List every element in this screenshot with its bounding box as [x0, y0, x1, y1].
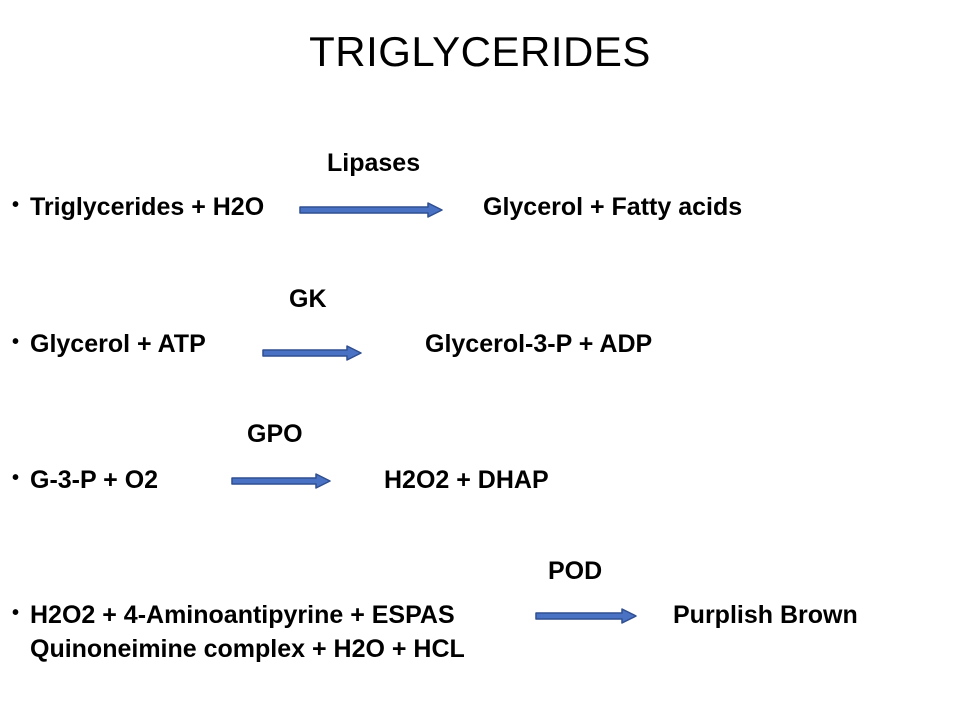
bullet-icon: • [12, 602, 20, 624]
right-arrow-icon [298, 202, 444, 218]
right-arrow-icon [534, 608, 638, 624]
bullet-icon: • [12, 194, 20, 216]
reaction-3-products: H2O2 + DHAP [384, 466, 549, 494]
enzyme-label-gk: GK [289, 285, 327, 313]
reaction-1-products: Glycerol + Fatty acids [483, 193, 743, 221]
reaction-3-reactants: G-3-P + O2 [30, 466, 159, 494]
reaction-4-reactants: H2O2 + 4-Aminoantipyrine + ESPAS [30, 601, 455, 629]
reaction-2-products: Glycerol-3-P + ADP [425, 330, 653, 358]
reaction-4-products: Purplish Brown [673, 601, 858, 629]
reaction-1-reactants: Triglycerides + H2O [30, 193, 265, 221]
enzyme-label-pod: POD [548, 557, 603, 585]
reaction-2-reactants: Glycerol + ATP [30, 330, 206, 358]
reaction-4-products-continued: Quinoneimine complex + H2O + HCL [30, 635, 465, 663]
enzyme-label-gpo: GPO [247, 420, 303, 448]
enzyme-label-lipases: Lipases [327, 149, 421, 177]
bullet-icon: • [12, 331, 20, 353]
bullet-icon: • [12, 467, 20, 489]
right-arrow-icon [261, 345, 363, 361]
right-arrow-icon [230, 473, 332, 489]
slide-title: TRIGLYCERIDES [309, 28, 651, 75]
